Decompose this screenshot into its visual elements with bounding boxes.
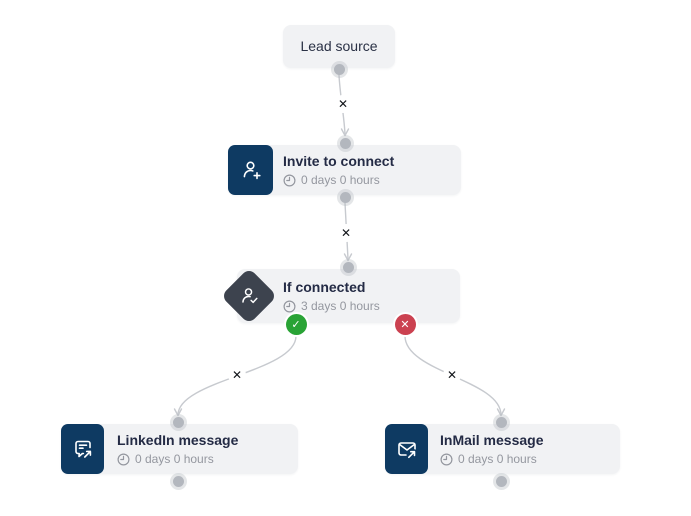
- remove-connection-button[interactable]: ✕: [334, 95, 352, 113]
- condition-diamond[interactable]: [220, 267, 278, 325]
- clock-icon: [283, 174, 296, 187]
- person-check-icon: [242, 288, 258, 304]
- delay-label: 0 days 0 hours: [135, 452, 214, 467]
- mail-send-icon: [397, 442, 417, 460]
- condition-no-port[interactable]: ✕: [394, 313, 416, 335]
- connection-dot[interactable]: [339, 191, 351, 203]
- node-invite-to-connect[interactable]: Invite to connect 0 days 0 hours: [228, 145, 461, 195]
- check-icon: ✓: [291, 318, 301, 331]
- arrowhead-icon: [173, 408, 183, 417]
- node-title: If connected: [283, 278, 366, 295]
- delay-row: 0 days 0 hours: [283, 173, 461, 187]
- connection-dot[interactable]: [495, 416, 507, 428]
- clock-icon: [283, 300, 296, 313]
- delay-label: 0 days 0 hours: [301, 173, 380, 188]
- node-title: LinkedIn message: [117, 431, 239, 448]
- remove-connection-button[interactable]: ✕: [228, 366, 246, 384]
- remove-connection-button[interactable]: ✕: [337, 224, 355, 242]
- node-title: Invite to connect: [283, 152, 395, 169]
- connection-dot[interactable]: [342, 261, 354, 273]
- person-plus-icon: [243, 161, 261, 180]
- chat-send-icon: [74, 440, 93, 460]
- delay-row: 0 days 0 hours: [440, 452, 620, 466]
- arrowhead-icon: [496, 408, 506, 417]
- condition-yes-port[interactable]: ✓: [285, 313, 307, 335]
- arrowhead-icon: [343, 253, 353, 262]
- delay-row: 0 days 0 hours: [117, 452, 298, 466]
- node-inmail-message[interactable]: InMail message 0 days 0 hours: [385, 424, 620, 474]
- node-lead-source[interactable]: Lead source: [283, 25, 395, 68]
- connection-dot[interactable]: [495, 475, 507, 487]
- connection-dot[interactable]: [339, 137, 351, 149]
- remove-connection-button[interactable]: ✕: [443, 366, 461, 384]
- node-icon-box: [61, 424, 104, 474]
- node-title: Lead source: [300, 37, 378, 54]
- delay-label: 3 days 0 hours: [301, 299, 380, 314]
- delay-row: 3 days 0 hours: [283, 299, 460, 313]
- cross-icon: ✕: [400, 318, 410, 331]
- node-linkedin-message[interactable]: LinkedIn message 0 days 0 hours: [61, 424, 298, 474]
- clock-icon: [440, 453, 453, 466]
- node-icon-box: [385, 424, 428, 474]
- node-if-connected[interactable]: If connected 3 days 0 hours: [237, 269, 460, 323]
- connection-dot[interactable]: [333, 63, 345, 75]
- delay-label: 0 days 0 hours: [458, 452, 537, 467]
- arrowhead-icon: [340, 128, 350, 137]
- clock-icon: [117, 453, 130, 466]
- node-icon-box: [228, 145, 273, 195]
- connection-dot[interactable]: [172, 416, 184, 428]
- connection-dot[interactable]: [172, 475, 184, 487]
- node-title: InMail message: [440, 431, 544, 448]
